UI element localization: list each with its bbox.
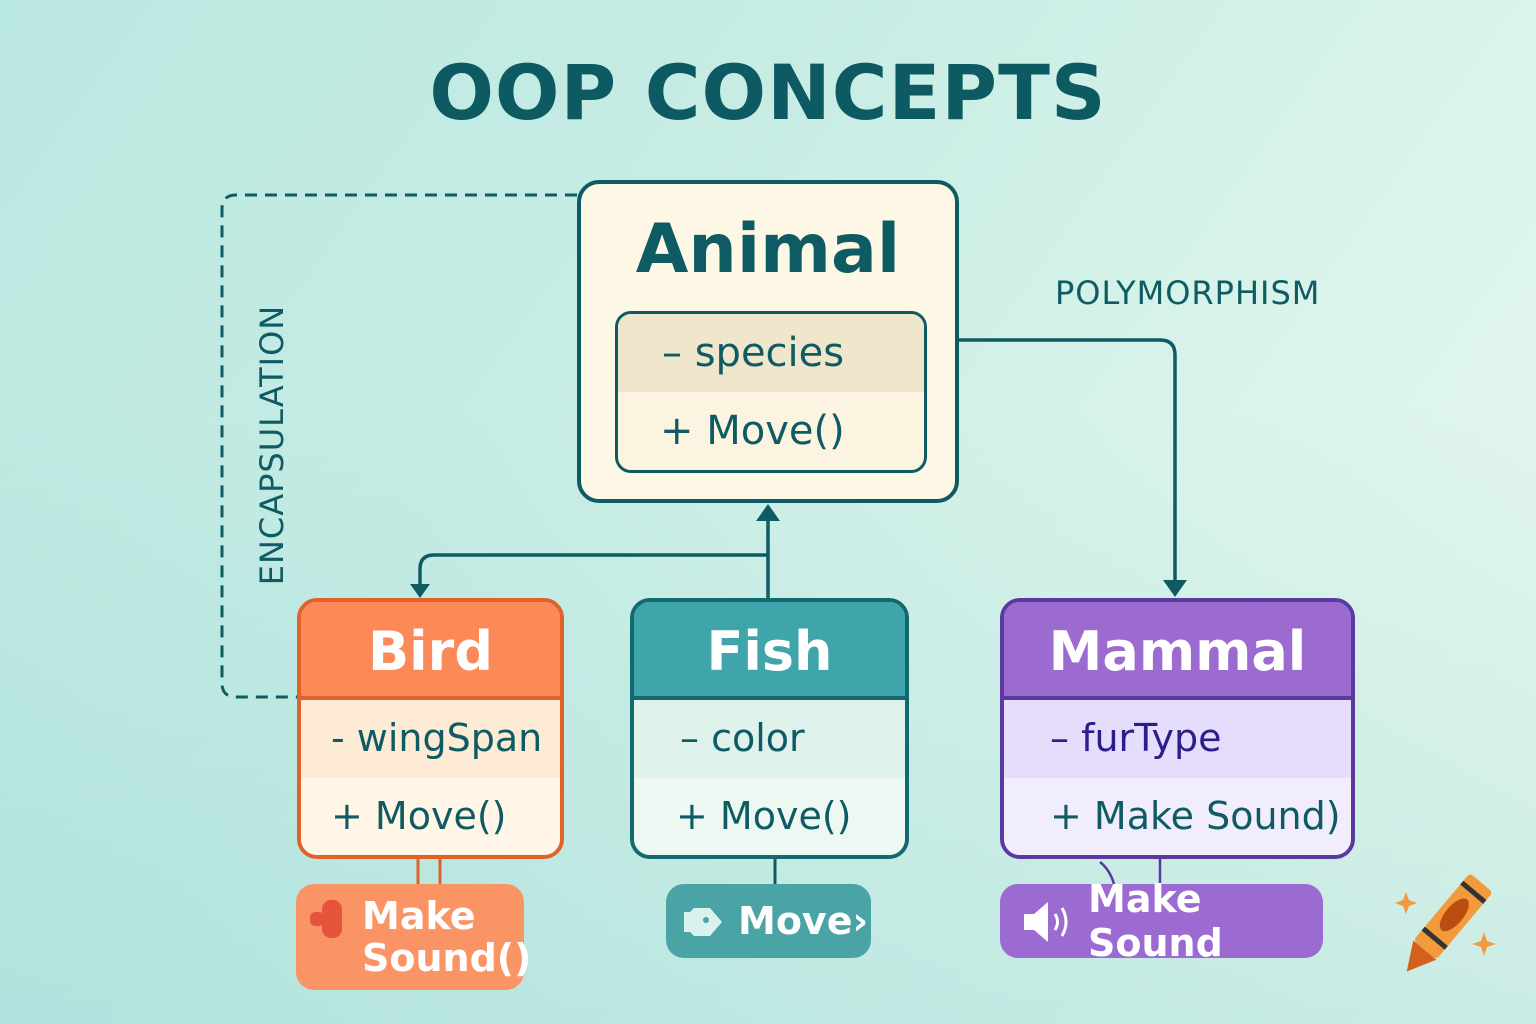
mammal-action-link	[1099, 858, 1162, 885]
method: + Make Sound)	[1004, 778, 1351, 855]
attribute: – color	[634, 700, 905, 778]
bird-action-link	[416, 858, 442, 884]
attribute: - wingSpan	[301, 700, 560, 778]
method: + Move()	[660, 408, 845, 454]
polymorphism-label: POLYMORPHISM	[1055, 274, 1321, 312]
speaker-icon	[1024, 902, 1068, 942]
arrowhead	[410, 584, 430, 598]
method: + Move()	[301, 778, 560, 855]
class-members: – species + Move()	[615, 311, 927, 473]
fish-icon	[684, 908, 722, 936]
action-label: Make Sound	[1088, 877, 1223, 965]
class-fish[interactable]: Fish – color + Move()	[630, 598, 909, 859]
action-label-line1: Make	[362, 894, 476, 938]
class-name: Bird	[301, 602, 560, 700]
method: + Move()	[634, 778, 905, 855]
class-mammal[interactable]: Mammal – furType + Make Sound)	[1000, 598, 1355, 859]
inheritance-arrow-bird	[418, 553, 768, 586]
class-name: Animal	[635, 210, 901, 289]
action-label-line2: Sound()	[362, 936, 532, 980]
sparkle-icon	[1472, 932, 1496, 956]
encapsulation-boundary	[220, 193, 577, 699]
fish-move-button[interactable]: Move›	[666, 884, 871, 958]
sparkle-icon	[1395, 892, 1417, 914]
polymorphism-arrow	[959, 338, 1177, 584]
attribute: – species	[618, 314, 924, 392]
speaker-icon	[310, 900, 342, 938]
class-animal[interactable]: Animal – species + Move()	[577, 180, 959, 503]
mammal-make-sound-button[interactable]: Make Sound	[1000, 877, 1323, 965]
page-title: OOP CONCEPTS	[429, 48, 1107, 137]
crayon-icon	[1395, 874, 1496, 972]
class-name: Fish	[634, 602, 905, 700]
action-label: Move›	[738, 899, 869, 943]
arrowhead	[756, 504, 780, 521]
class-bird[interactable]: Bird - wingSpan + Move()	[297, 598, 564, 859]
class-name: Mammal	[1004, 602, 1351, 700]
attribute: – furType	[1004, 700, 1351, 778]
encapsulation-label: ENCAPSULATION	[253, 304, 291, 586]
arrowhead	[1163, 580, 1187, 597]
